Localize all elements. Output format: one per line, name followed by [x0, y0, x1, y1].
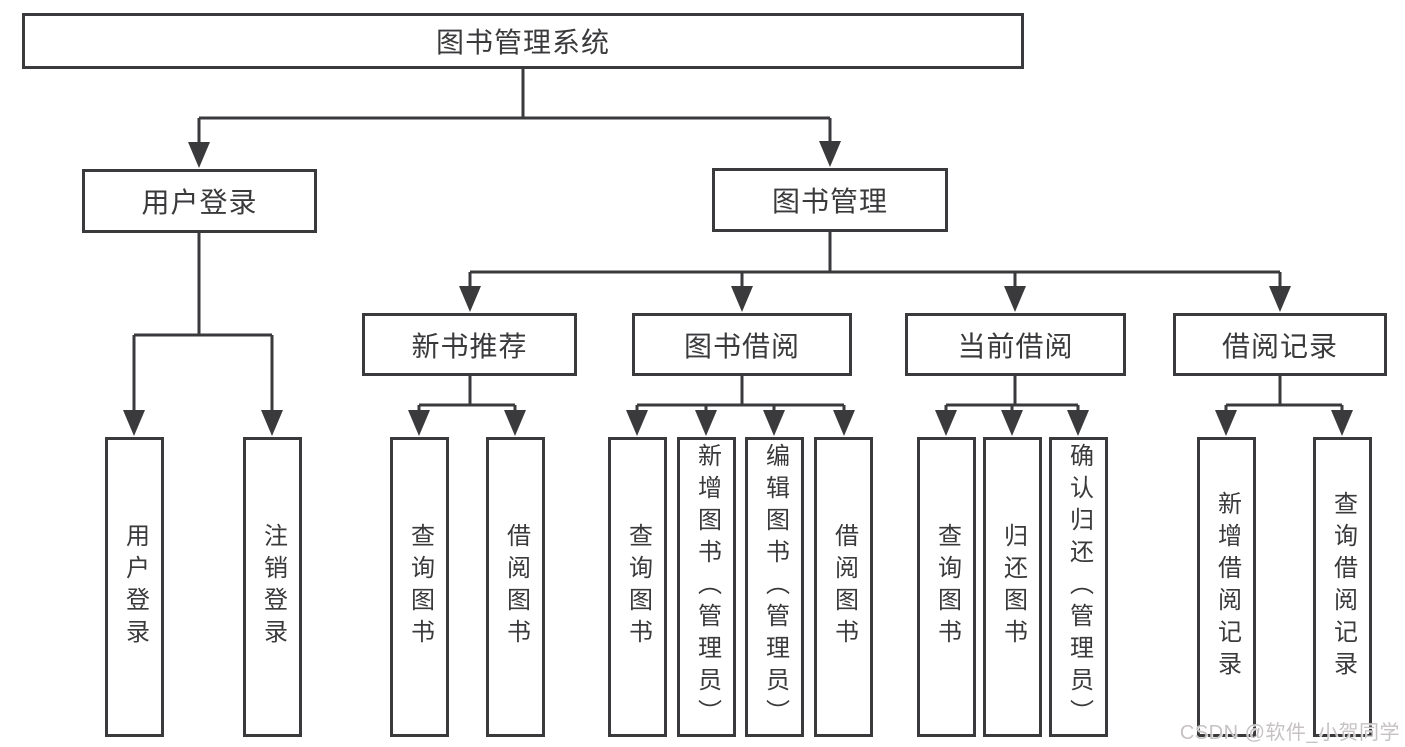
node-label: 借阅图书 — [830, 523, 858, 651]
node-leaf-edit-books-admin: 编辑图书（管理员） — [745, 437, 804, 737]
node-label: 图书借阅 — [683, 330, 800, 362]
node-label: 查询图书 — [933, 523, 961, 651]
node-leaf-query-borrow-record: 查询借阅记录 — [1313, 437, 1372, 737]
connector-root-to-level2 — [188, 69, 841, 168]
connector-book-borrow-children — [626, 376, 855, 436]
node-label: 查询借阅记录 — [1329, 491, 1357, 683]
node-label: 用户登录 — [141, 187, 258, 218]
node-label: 图书管理 — [771, 186, 888, 217]
node-leaf-add-books-admin: 新增图书（管理员） — [677, 437, 736, 737]
node-book-borrowing: 图书借阅 — [632, 313, 852, 376]
csdn-watermark: CSDN @软件_小贺同学 — [1179, 722, 1400, 744]
node-leaf-logout: 注销登录 — [243, 437, 302, 737]
node-label: 借阅图书 — [502, 523, 530, 651]
node-label: 借阅记录 — [1221, 330, 1338, 362]
node-leaf-query-books-1: 查询图书 — [390, 437, 449, 737]
connector-new-book-children — [408, 376, 526, 436]
node-leaf-borrow-books-1: 借阅图书 — [486, 437, 545, 737]
node-leaf-user-login: 用户登录 — [105, 437, 164, 737]
node-leaf-confirm-return-admin: 确认归还（管理员） — [1049, 437, 1108, 737]
node-leaf-borrow-books-2: 借阅图书 — [814, 437, 873, 737]
node-book-management-system: 图书管理系统 — [22, 13, 1024, 69]
node-label: 图书管理系统 — [435, 27, 610, 58]
node-label: 查询图书 — [624, 523, 652, 651]
node-label: 新增图书（管理员） — [693, 443, 721, 731]
node-leaf-return-books: 归还图书 — [983, 437, 1042, 737]
connector-book-management-children — [459, 232, 1291, 312]
node-leaf-query-books-3: 查询图书 — [917, 437, 976, 737]
node-label: 新增借阅记录 — [1213, 491, 1241, 683]
node-label: 当前借阅 — [957, 330, 1074, 362]
node-label: 归还图书 — [999, 523, 1027, 651]
connector-current-borrow-children — [935, 376, 1089, 436]
node-label: 编辑图书（管理员） — [761, 443, 789, 731]
node-book-management: 图书管理 — [712, 168, 948, 232]
node-leaf-add-borrow-record: 新增借阅记录 — [1197, 437, 1256, 737]
node-label: 新书推荐 — [411, 330, 528, 362]
node-label: 用户登录 — [121, 523, 149, 651]
node-label: 查询图书 — [406, 523, 434, 651]
node-label: 确认归还（管理员） — [1065, 443, 1093, 731]
node-new-book-recommend: 新书推荐 — [362, 313, 577, 376]
node-label: 注销登录 — [259, 523, 287, 651]
node-borrowing-records: 借阅记录 — [1173, 313, 1387, 376]
node-leaf-query-books-2: 查询图书 — [608, 437, 667, 737]
node-user-login: 用户登录 — [82, 169, 317, 233]
connector-user-login-children — [123, 233, 283, 436]
node-current-borrowing: 当前借阅 — [905, 313, 1126, 376]
connector-borrow-records-children — [1215, 376, 1353, 436]
